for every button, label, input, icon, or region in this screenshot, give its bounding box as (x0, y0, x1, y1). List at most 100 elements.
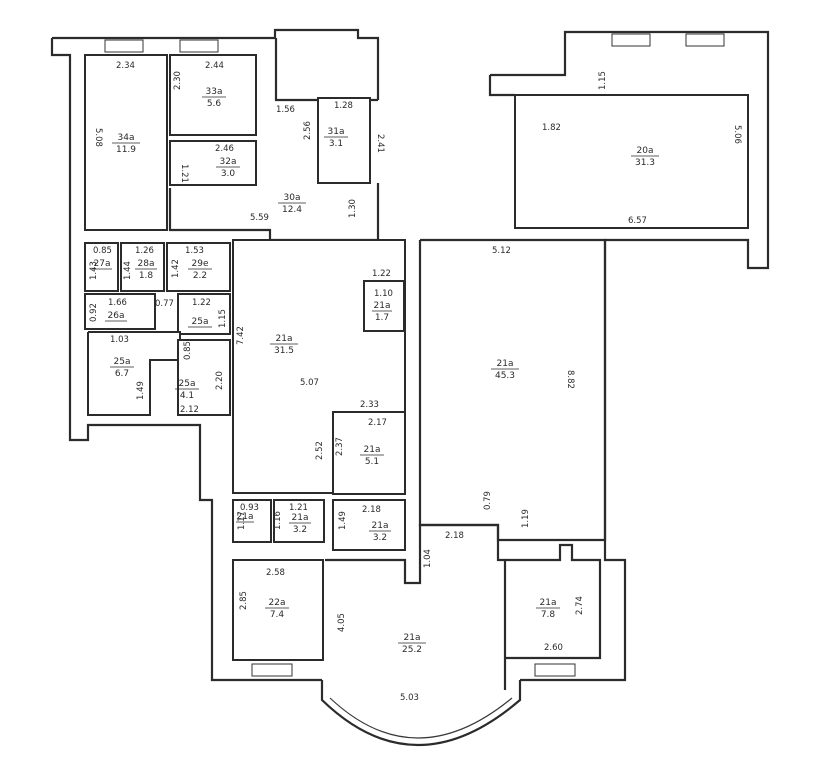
dim-label: 7.42 (236, 326, 246, 345)
room-area: 6.7 (115, 369, 129, 379)
dim-label: 2.60 (544, 643, 563, 653)
room-id: 21a (374, 301, 391, 311)
dim-label: 1.03 (110, 335, 129, 345)
dim-label: 1.43 (89, 261, 99, 280)
dim-label: 1.66 (108, 298, 127, 308)
room-area: 31.5 (274, 346, 294, 356)
room-id: 21a (292, 513, 309, 523)
dim-label: 2.18 (362, 505, 381, 515)
room-area: 12.4 (282, 205, 302, 215)
room-id: 21a (497, 359, 514, 369)
room-area: 5.6 (207, 99, 222, 109)
room-area: 3.1 (329, 139, 343, 149)
room-area: 4.1 (180, 391, 194, 401)
dim-label: 1.21 (179, 164, 189, 183)
dim-label: 5.08 (93, 128, 103, 147)
dim-label: 6.57 (628, 216, 647, 226)
dim-label: 1.15 (598, 71, 608, 90)
room-labels: 34a 11.9 33a 5.6 32a 3.0 31a 3.1 30a 12.… (92, 87, 659, 655)
dim-label: 1.44 (123, 261, 133, 280)
dim-label: 2.85 (239, 591, 249, 610)
dim-label: 8.82 (565, 370, 575, 389)
dim-label: 1.49 (338, 511, 348, 530)
dim-label: 1.17 (237, 511, 247, 530)
room-id: 27a (94, 259, 111, 269)
dim-label: 1.04 (423, 549, 433, 568)
dimension-labels: 2.34 2.44 5.08 2.30 1.56 1.28 2.46 2.56 … (89, 61, 742, 703)
dim-label: 1.19 (521, 509, 531, 528)
dim-label: 1.82 (542, 123, 561, 133)
room-id: 34a (118, 133, 135, 143)
room-area: 11.9 (116, 145, 136, 155)
dim-label: 0.93 (240, 503, 259, 513)
room-id: 21a (276, 334, 293, 344)
room-id: 20a (637, 146, 654, 156)
room-id: 32a (220, 157, 237, 167)
dim-label: 1.56 (276, 105, 295, 115)
windows (104, 33, 725, 677)
room-id: 25a (179, 379, 196, 389)
dim-label: 2.17 (368, 418, 387, 428)
room-id: 26a (108, 311, 125, 321)
room-outlines (84, 38, 749, 690)
dim-label: 2.52 (315, 441, 325, 460)
dim-label: 2.30 (173, 71, 183, 90)
dim-label: 0.85 (93, 246, 112, 256)
dim-label: 1.30 (348, 199, 358, 218)
dim-label: 1.15 (218, 309, 228, 328)
room-area: 3.0 (221, 169, 236, 179)
dim-label: 5.06 (732, 125, 742, 144)
dim-label: 5.12 (492, 246, 511, 256)
room-area: 1.7 (375, 313, 389, 323)
room-id: 25a (114, 357, 131, 367)
dim-label: 2.37 (335, 437, 345, 456)
room-id: 21a (540, 598, 557, 608)
dim-label: 1.16 (273, 511, 283, 530)
dim-label: 2.46 (215, 144, 234, 154)
room-id: 33a (206, 87, 223, 97)
room-id: 29e (192, 259, 209, 269)
dim-label: 0.79 (483, 491, 493, 510)
dim-label: 2.12 (180, 405, 199, 415)
room-id: 21a (372, 521, 389, 531)
dim-label: 2.41 (375, 134, 385, 153)
room-id: 21a (404, 633, 421, 643)
dim-label: 1.53 (185, 246, 204, 256)
room-id: 28a (138, 259, 155, 269)
room-area: 3.2 (373, 533, 387, 543)
dim-label: 2.34 (116, 61, 135, 71)
room-id: 30a (284, 193, 301, 203)
room-area: 31.3 (635, 158, 655, 168)
dim-label: 5.59 (250, 213, 269, 223)
room-area: 5.1 (365, 457, 379, 467)
dim-label: 1.10 (374, 289, 393, 299)
room-id: 22a (269, 598, 286, 608)
room-area: 45.3 (495, 371, 515, 381)
dim-label: 0.92 (89, 303, 99, 322)
room-area: 7.8 (541, 610, 556, 620)
dim-label: 0.77 (155, 299, 174, 309)
dim-label: 2.20 (215, 371, 225, 390)
dim-label: 4.05 (337, 613, 347, 632)
dim-label: 1.28 (334, 101, 353, 111)
dim-label: 1.26 (135, 246, 154, 256)
dim-label: 2.44 (205, 61, 224, 71)
dim-label: 1.22 (192, 298, 211, 308)
room-area: 1.8 (139, 271, 154, 281)
dim-label: 2.74 (575, 596, 585, 615)
room-id: 25a (192, 317, 209, 327)
dim-label: 0.85 (183, 341, 193, 360)
dim-label: 2.58 (266, 568, 285, 578)
room-id: 31a (328, 127, 345, 137)
room-area: 25.2 (402, 645, 422, 655)
dim-label: 1.49 (136, 381, 146, 400)
dim-label: 1.22 (372, 269, 391, 279)
dim-label: 5.07 (300, 378, 319, 388)
room-area: 7.4 (270, 610, 285, 620)
room-area: 3.2 (293, 525, 307, 535)
room-id: 21a (237, 512, 254, 522)
dim-label: 2.56 (303, 121, 313, 140)
dim-label: 1.42 (171, 259, 181, 278)
dim-label: 2.33 (360, 400, 379, 410)
